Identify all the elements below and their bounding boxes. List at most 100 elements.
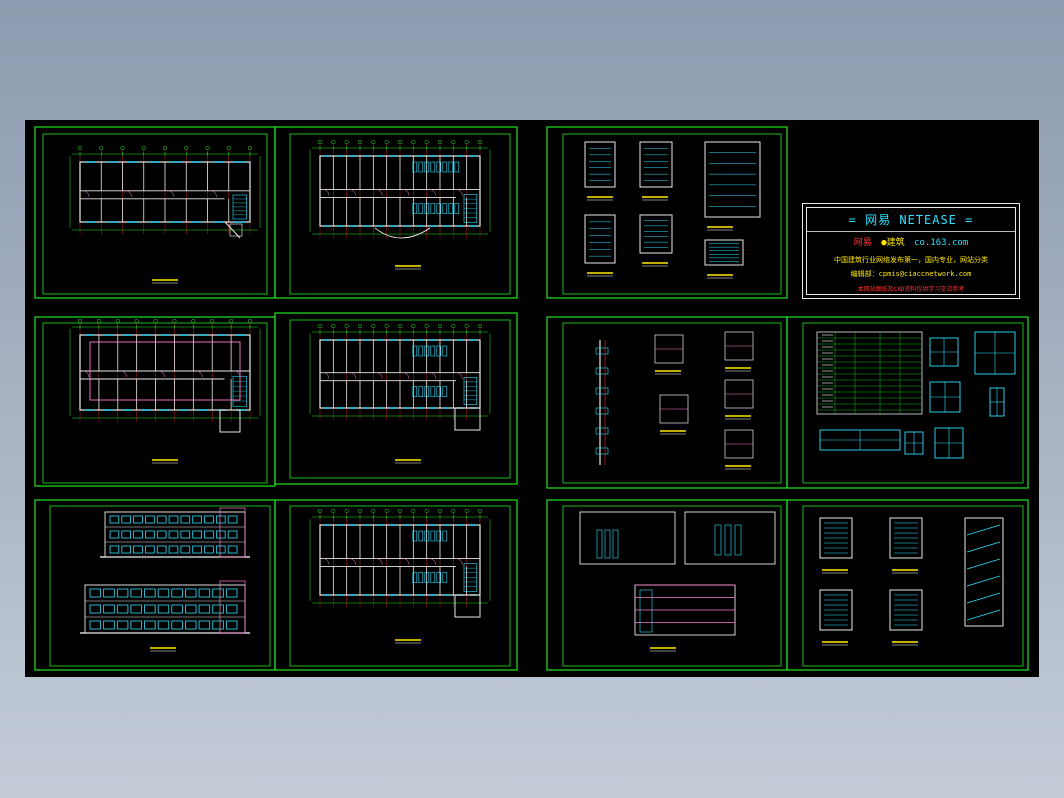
second-floor-fixture [418,386,424,397]
first-floor-fixture [412,203,418,214]
front-elevation-window [156,515,167,524]
front-elevation-window [168,545,179,554]
rear-elevation-window [185,588,197,598]
second-floor-axis-bubble [464,323,469,329]
second-floor-fixture [418,345,424,357]
wall-section-slab [595,347,609,355]
rear-elevation-window [144,604,156,614]
sheet-door-window-schedule[interactable] [786,316,1029,489]
second-floor-axis-bubble [397,323,403,329]
first-floor-fixture [430,161,436,173]
first-floor-axis-bubble [477,139,483,145]
third-floor-door-swing [349,558,356,565]
rear-elevation-window [225,620,238,630]
first-floor-fixture [424,203,430,214]
rear-elevation-window [185,604,197,614]
section-window [734,524,742,556]
third-floor-axis-bubble [464,508,469,514]
third-floor-fixture [442,572,448,583]
wall-section-slab [595,407,609,415]
front-elevation-window [156,545,167,554]
first-floor-door-swing [376,189,383,196]
front-elevation-window [192,515,202,524]
first-floor-fixture [418,161,424,173]
third-floor-axis-bubble [344,508,349,514]
sheet-wall-details[interactable] [546,316,788,489]
rear-elevation-window [144,620,156,630]
stair-plan-0 [819,517,853,559]
roof-axis-bubble [191,318,196,324]
drawing-content [69,139,1016,652]
stair-section-flight [966,541,1001,553]
second-floor-door-swing [322,372,330,379]
first-floor-fixture [442,203,448,214]
third-floor-fixture [418,530,424,542]
title-block-header: = 网易 NETEASE = [848,213,974,227]
front-elevation-window [227,515,238,524]
second-floor-door-swing [402,372,410,379]
front-elevation-window [121,545,132,554]
stair-detail-0 [584,141,616,188]
roof-axis-bubble [115,318,120,324]
first-floor-fixture [454,161,460,173]
front-elevation-window [204,515,214,524]
stair-section-flight [966,575,1001,587]
sheet-first-floor-plan[interactable] [274,126,518,299]
cad-drawing-canvas[interactable]: = 网易 NETEASE = 网易 ●建筑 co.163.com 中国建筑行业网… [25,120,1039,677]
sheet-stair-plans[interactable] [786,499,1029,671]
rear-elevation-window [171,588,183,598]
stair-detail-5 [704,239,744,266]
front-elevation-window [180,530,191,539]
plan-overview-axis-bubble [77,145,83,151]
roof-axis-bubble [247,318,253,324]
first-floor-fixture [436,161,442,173]
second-floor-axis-bubble [384,323,389,329]
sheet-second-floor-plan[interactable] [274,312,518,485]
rear-elevation-window [130,588,142,598]
sheet-third-floor-plan[interactable] [274,499,518,671]
rear-elevation-window [212,588,224,598]
first-floor-axis-bubble [344,139,349,145]
front-elevation-window [204,530,214,539]
third-floor-fixture [430,530,436,542]
plan-overview-door-swing [82,190,90,197]
stair-section-flight [966,558,1001,570]
third-floor-fixture [424,572,430,583]
rear-elevation-window [212,604,224,614]
sheet-stair-details[interactable] [546,126,788,299]
second-floor-fixture [424,386,430,397]
third-floor-door-swing [376,558,383,565]
third-floor-axis-bubble [477,508,483,514]
sheet-first-floor-plan-overview[interactable] [34,126,276,299]
second-floor-wing [454,407,481,431]
first-floor-door-swing [429,189,436,196]
stair-section [964,517,1004,627]
plan-overview-door-swing [210,190,217,197]
rear-elevation-window [144,588,156,598]
roof-door-swing [82,370,90,378]
first-floor-door-swing [456,189,463,196]
front-elevation-window [121,515,132,524]
brand-site[interactable]: co.163.com [914,238,969,248]
stair-plan-1 [889,517,923,559]
rear-elevation-window [157,588,170,598]
second-floor-fixture [412,386,418,397]
roof-axis-bubble [210,318,215,324]
first-floor-axis-bubble [451,139,456,145]
first-floor-axis-bubble [331,139,336,145]
rear-elevation-window [225,588,238,598]
second-floor-fixture [430,386,436,397]
first-floor-axis-bubble [397,139,403,145]
front-elevation-window [227,530,238,539]
third-floor-door-swing [322,558,330,565]
drawing-sheets [34,126,1029,671]
front-elevation-window [168,530,179,539]
third-floor-axis-bubble [424,508,429,514]
third-floor-door-swing [429,558,436,565]
first-floor-fixture [424,161,430,173]
title-block-notice: 本网站图纸及CAD资料仅供学习交流参考 [857,286,965,293]
second-floor-axis-bubble [424,323,429,329]
first-floor-fixture [448,161,454,173]
sheet-frames [34,126,1029,671]
second-floor-fixture [424,345,430,357]
